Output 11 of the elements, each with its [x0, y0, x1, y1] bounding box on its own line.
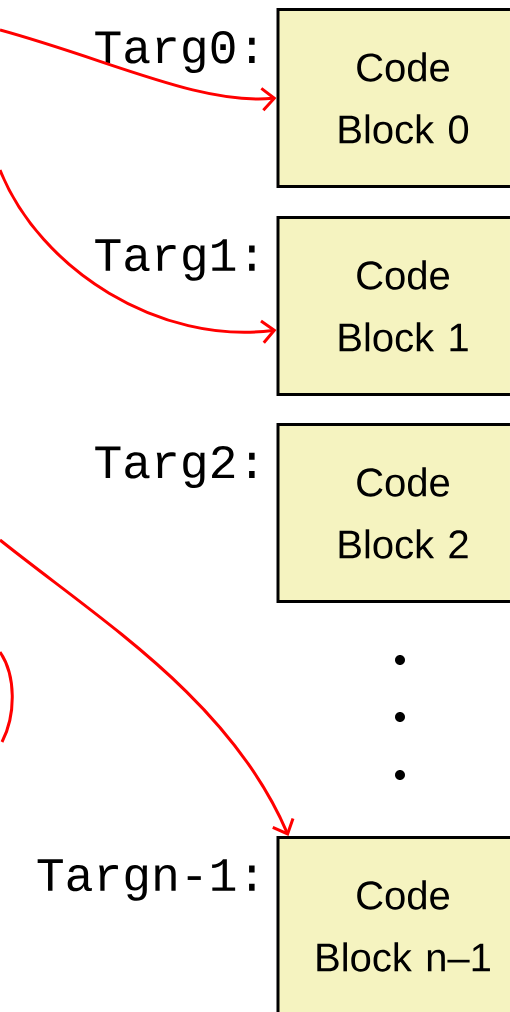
- target-label: Targ2:: [95, 445, 255, 489]
- target-label: Targn-1:: [37, 859, 255, 901]
- target-label: Targ1:: [95, 239, 255, 281]
- arrow: [0, 28, 277, 112]
- code-block-box: Code Block 0: [276, 8, 510, 188]
- code-block-box: Code Block 2: [276, 423, 510, 603]
- code-block-box: Code Block 1: [276, 216, 510, 396]
- arrow: [0, 169, 277, 344]
- target-label: Targ0:: [95, 31, 255, 74]
- code-block-box: Code Block n–1: [276, 836, 510, 1012]
- arrow: [0, 538, 295, 836]
